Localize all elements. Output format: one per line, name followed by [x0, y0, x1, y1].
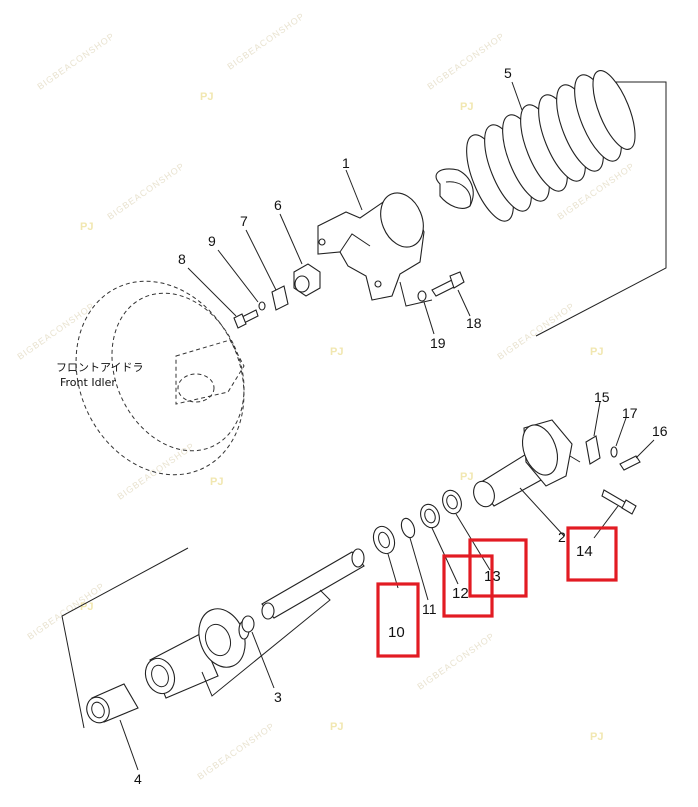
label-15: 15	[594, 389, 610, 405]
svg-text:PJ: PJ	[590, 731, 603, 743]
snap-ring-11	[400, 517, 429, 601]
grease-fitting-14	[593, 489, 637, 539]
svg-text:BIGBEACONSHOP: BIGBEACONSHOP	[225, 11, 306, 72]
label-5: 5	[504, 65, 512, 81]
label-7: 7	[240, 213, 248, 229]
svg-text:PJ: PJ	[210, 476, 223, 488]
svg-text:PJ: PJ	[80, 221, 93, 233]
bolt-18	[399, 271, 471, 335]
svg-text:BIGBEACONSHOP: BIGBEACONSHOP	[25, 581, 106, 642]
bushing-4	[86, 683, 139, 771]
svg-text:BIGBEACONSHOP: BIGBEACONSHOP	[415, 631, 496, 692]
svg-text:PJ: PJ	[590, 346, 603, 358]
label-11: 11	[422, 601, 437, 617]
highlight-box-10	[376, 582, 420, 658]
washer-17	[610, 417, 627, 458]
note-jp: フロントアイドラ	[56, 361, 143, 374]
label-8: 8	[178, 251, 186, 267]
label-1: 1	[342, 155, 350, 171]
label-3: 3	[274, 689, 282, 705]
label-6: 6	[274, 197, 282, 213]
svg-text:BIGBEACONSHOP: BIGBEACONSHOP	[105, 161, 186, 222]
lock-15	[585, 401, 601, 465]
bolt-16	[619, 439, 655, 471]
front-idler	[75, 280, 245, 476]
yoke	[317, 169, 425, 301]
label-17: 17	[622, 405, 638, 421]
support-2	[473, 419, 581, 537]
note-en: Front Idler	[60, 376, 116, 389]
spring	[435, 70, 636, 222]
ring-12	[420, 503, 459, 585]
svg-text:BIGBEACONSHOP: BIGBEACONSHOP	[195, 721, 276, 782]
washer-9	[217, 249, 266, 311]
svg-text:BIGBEACONSHOP: BIGBEACONSHOP	[35, 31, 116, 92]
seal-10	[372, 525, 399, 589]
svg-text:PJ: PJ	[460, 471, 473, 483]
collar-assembly	[144, 608, 250, 699]
o-ring-3	[241, 615, 275, 689]
label-18: 18	[466, 315, 482, 331]
lock-plate-7	[245, 229, 289, 311]
shaft	[201, 548, 365, 697]
ring-13	[442, 489, 491, 571]
svg-text:PJ: PJ	[200, 91, 213, 103]
highlight-box-14	[566, 526, 618, 582]
label-9: 9	[208, 233, 216, 249]
svg-text:PJ: PJ	[460, 101, 473, 113]
label-19: 19	[430, 335, 446, 351]
svg-text:BIGBEACONSHOP: BIGBEACONSHOP	[425, 31, 506, 92]
nut-6	[279, 213, 321, 297]
label-14: 14	[576, 543, 593, 560]
bolt-8	[187, 267, 259, 329]
svg-text:PJ: PJ	[330, 721, 343, 733]
svg-text:BIGBEACONSHOP: BIGBEACONSHOP	[15, 301, 96, 362]
label-16: 16	[652, 423, 668, 439]
svg-text:PJ: PJ	[330, 346, 343, 358]
label-2: 2	[558, 529, 566, 545]
highlight-box-12	[442, 554, 494, 618]
label-10: 10	[388, 624, 405, 641]
label-4: 4	[134, 771, 142, 787]
highlight-box-13	[468, 538, 528, 598]
label-12: 12	[452, 585, 469, 602]
svg-text:BIGBEACONSHOP: BIGBEACONSHOP	[495, 301, 576, 362]
